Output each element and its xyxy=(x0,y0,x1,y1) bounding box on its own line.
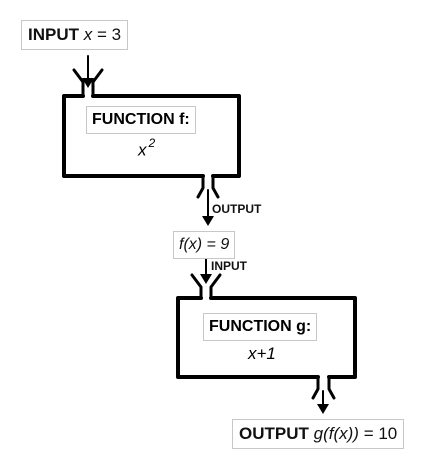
output-label: OUTPUT g(f(x)) = 10 xyxy=(232,419,405,449)
f-in-funnel xyxy=(72,68,85,98)
f-output-label: OUTPUT xyxy=(212,202,262,216)
input-label: INPUT x = 3 xyxy=(21,20,129,50)
function-f-exponent: 2 xyxy=(148,136,156,150)
function-g-title: FUNCTION g: xyxy=(203,313,318,341)
function-g-expression: x+1 xyxy=(248,344,276,363)
g-input-label: INPUT xyxy=(211,259,247,273)
output-keyword: OUTPUT xyxy=(239,424,309,443)
input-variable: x xyxy=(83,25,93,44)
function-g-box xyxy=(176,296,357,379)
g-in-arrowhead xyxy=(200,274,212,284)
f-out-arrowhead xyxy=(202,216,214,226)
input-arrowhead xyxy=(82,78,94,88)
g-out-funnel xyxy=(311,375,320,400)
function-f-box xyxy=(62,94,241,178)
output-value: = 10 xyxy=(363,424,398,443)
g-out-arrowhead xyxy=(317,404,329,414)
function-f-base: x xyxy=(138,140,147,160)
g-in-funnel xyxy=(190,273,203,300)
function-f-title: FUNCTION f: xyxy=(86,106,196,134)
intermediate-value: f(x) = 9 xyxy=(173,231,236,259)
input-value: = 3 xyxy=(96,25,122,44)
f-out-funnel xyxy=(196,174,205,199)
input-keyword: INPUT xyxy=(28,25,79,44)
output-expression: g(f(x)) xyxy=(313,424,359,443)
